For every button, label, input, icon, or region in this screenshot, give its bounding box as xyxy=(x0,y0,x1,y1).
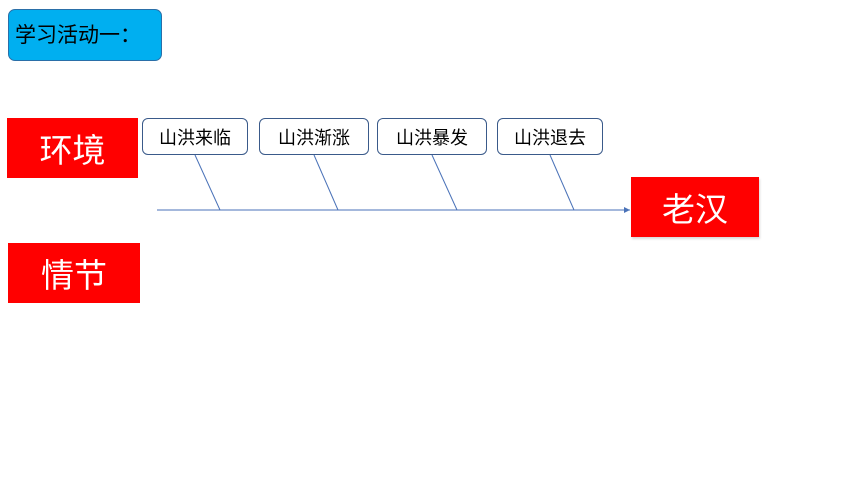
environment-label-text: 环境 xyxy=(39,131,106,170)
branch-line-3 xyxy=(431,154,458,211)
stage-label: 山洪渐涨 xyxy=(278,127,350,149)
stage-box-flood-erupts: 山洪暴发 xyxy=(377,118,487,155)
plot-label-text: 情节 xyxy=(41,256,107,295)
stage-label: 山洪来临 xyxy=(159,127,231,149)
stage-label: 山洪暴发 xyxy=(396,127,468,149)
plot-label: 情节 xyxy=(8,243,140,303)
old-man-label: 老汉 xyxy=(631,177,759,237)
branch-line-2 xyxy=(313,154,339,211)
branch-line-4 xyxy=(549,154,575,211)
old-man-label-text: 老汉 xyxy=(662,190,728,229)
stage-label: 山洪退去 xyxy=(514,127,586,149)
branch-line-1 xyxy=(194,154,221,211)
environment-label: 环境 xyxy=(7,118,138,178)
stage-box-flood-rising: 山洪渐涨 xyxy=(259,118,369,155)
stage-box-flood-arrives: 山洪来临 xyxy=(142,118,248,155)
activity-title-box: 学习活动一： xyxy=(8,9,162,61)
stage-box-flood-recedes: 山洪退去 xyxy=(497,118,603,155)
activity-title: 学习活动一： xyxy=(15,23,141,47)
